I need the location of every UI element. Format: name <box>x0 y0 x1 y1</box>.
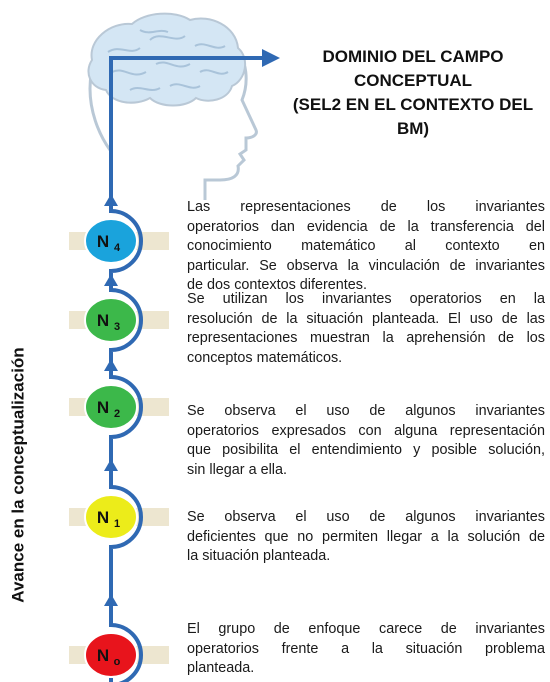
level-description-n0: El grupo de enfoque carece de invariante… <box>187 620 545 679</box>
level-description-n2: Se observa el uso de algunos invariantes… <box>187 402 545 480</box>
description-line: conceptos matemáticos. <box>187 349 343 366</box>
axis-label: Avance en la conceptualización <box>9 347 28 603</box>
level-subscript: o <box>114 656 121 668</box>
level-subscript: 1 <box>114 518 120 530</box>
description-line: representaciones muestran la aprehensión… <box>187 330 545 346</box>
arrowhead-icon <box>104 594 118 606</box>
level-letter: N <box>97 646 109 665</box>
level-description-n4: Las representaciones de los invariantes … <box>187 198 545 296</box>
level-description-n1: Se observa el uso de algunos invariantes… <box>187 508 545 567</box>
description-line: conocimiento matemático al contexto en <box>187 238 545 254</box>
level-description-n3: Se utilizan los invariantes operatorios … <box>187 290 545 368</box>
level-subscript: 2 <box>114 408 120 420</box>
description-line: sin llegar a ella. <box>187 461 287 478</box>
description-line: operatorios dan evidencia de la transfer… <box>187 218 545 235</box>
description-line: operatorios frente a la situación proble… <box>187 640 545 657</box>
description-line: operatorios expresados con alguna repres… <box>187 422 545 439</box>
description-line: resolución de la situación planteada. El… <box>187 310 545 327</box>
description-line: El grupo de enfoque carece de invariante… <box>187 621 545 637</box>
description-line: de dos contextos diferentes. <box>187 277 367 293</box>
level-letter: N <box>97 398 109 417</box>
arrowhead-icon <box>104 194 118 206</box>
title-line: DOMINIO DEL CAMPO <box>322 47 504 66</box>
level-subscript: 4 <box>114 242 121 254</box>
description-line: Se observa el uso de algunos invariantes <box>187 403 545 419</box>
level-letter: N <box>97 311 109 330</box>
description-line: planteada. <box>187 660 255 676</box>
title-line: CONCEPTUAL <box>353 71 473 90</box>
arrowhead-icon <box>104 359 118 371</box>
description-line: particular. Se observa la vinculación de… <box>187 257 545 274</box>
arrowhead-icon <box>104 274 118 286</box>
diagram-title: DOMINIO DEL CAMPO CONCEPTUAL (SEL2 EN EL… <box>282 45 544 141</box>
title-line: (SEL2 EN EL CONTEXTO DEL <box>292 95 534 114</box>
arrowhead-right-icon <box>262 49 280 67</box>
level-letter: N <box>97 508 109 527</box>
description-line: Se observa el uso de algunos invariantes <box>187 509 545 525</box>
description-line: Las representaciones de los invariantes <box>187 199 545 215</box>
description-line: que posibilita el entendimiento y posibl… <box>187 442 545 458</box>
title-line: BM) <box>396 119 430 138</box>
arrowhead-icon <box>104 459 118 471</box>
level-subscript: 3 <box>114 321 120 333</box>
level-letter: N <box>97 232 109 251</box>
description-line: deficientes que no permiten llegar a la … <box>187 528 545 545</box>
description-line: la situación planteada. <box>187 548 331 564</box>
progress-arrow-line <box>109 56 268 682</box>
description-line: Se utilizan los invariantes operatorios … <box>187 291 545 307</box>
